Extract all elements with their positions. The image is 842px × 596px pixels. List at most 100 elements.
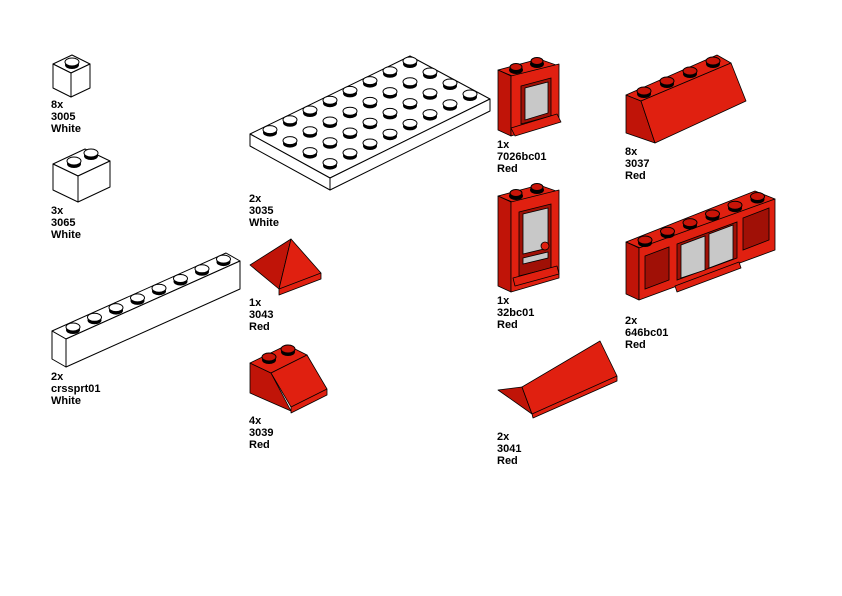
part-label: 1x 3043 Red	[249, 297, 273, 333]
part-number: 32bc01	[497, 307, 535, 319]
stud	[362, 76, 378, 88]
stud	[362, 117, 378, 130]
stud	[342, 148, 358, 160]
part-label: 3x 3065 White	[51, 205, 81, 241]
part-image-3005	[52, 54, 91, 98]
stud	[442, 78, 458, 90]
stud	[705, 209, 720, 221]
part-color: Red	[497, 163, 518, 175]
stud	[462, 89, 478, 101]
stud	[382, 128, 398, 141]
part-color: Red	[249, 439, 270, 451]
stud	[322, 116, 338, 128]
part-quantity: 3x	[51, 205, 64, 217]
stud	[322, 137, 338, 149]
stud	[282, 136, 298, 148]
stud	[342, 106, 358, 119]
stud	[402, 56, 418, 68]
stud	[302, 147, 318, 159]
stud	[342, 85, 358, 98]
part-quantity: 1x	[497, 139, 510, 151]
part-image-3035	[249, 55, 491, 191]
stud	[382, 66, 398, 78]
window-glass-left	[680, 235, 706, 279]
part-color: White	[51, 229, 81, 241]
part-label: 8x 3005 White	[51, 99, 81, 135]
stud	[422, 109, 438, 121]
stud	[402, 77, 418, 89]
stud	[130, 293, 145, 305]
door-glass-lower	[522, 251, 549, 265]
stud	[262, 125, 278, 137]
stud	[322, 158, 338, 170]
part-image-32bc01	[497, 183, 560, 293]
part-label: 2x 3035 White	[249, 193, 279, 229]
shutter-left	[644, 246, 670, 290]
stud	[108, 303, 124, 315]
part-image-7026bc01	[497, 57, 562, 137]
stud	[382, 87, 398, 99]
part-label: 1x 7026bc01 Red	[497, 139, 547, 175]
part-number: 3065	[51, 217, 76, 229]
stud	[727, 200, 743, 213]
stud	[422, 67, 438, 79]
part-quantity: 2x	[51, 371, 64, 383]
part-quantity: 8x	[625, 146, 638, 158]
part-quantity: 2x	[497, 431, 510, 443]
stud	[87, 312, 102, 325]
part-color: White	[249, 217, 279, 229]
part-image-3037	[625, 54, 747, 144]
stud	[442, 99, 458, 111]
stud	[194, 264, 210, 276]
part-color: Red	[497, 455, 518, 467]
stud	[342, 127, 358, 139]
part-number: 3041	[497, 443, 522, 455]
shutter-right	[742, 207, 770, 251]
stud	[173, 274, 188, 286]
part-quantity: 2x	[625, 315, 638, 327]
part-image-crssprt01	[51, 252, 241, 368]
window-glass	[524, 81, 549, 121]
part-color: Red	[625, 170, 646, 182]
part-image-3065	[52, 148, 111, 203]
part-color: White	[51, 395, 81, 407]
part-image-646bc01	[625, 190, 776, 301]
part-color: Red	[497, 319, 518, 331]
stud	[64, 57, 80, 69]
part-color: Red	[625, 339, 646, 351]
part-number: crssprt01	[51, 383, 101, 395]
part-label: 2x 646bc01 Red	[625, 315, 668, 351]
part-quantity: 1x	[249, 297, 262, 309]
part-quantity: 4x	[249, 415, 262, 427]
part-quantity: 1x	[497, 295, 510, 307]
stud	[65, 322, 81, 334]
part-quantity: 8x	[51, 99, 64, 111]
part-color: White	[51, 123, 81, 135]
stud	[362, 138, 378, 150]
part-label: 2x 3041 Red	[497, 431, 521, 467]
part-image-3041	[497, 340, 618, 419]
part-label: 1x 32bc01 Red	[497, 295, 534, 331]
part-image-3039	[249, 344, 328, 414]
part-image-3043	[249, 238, 322, 296]
stud	[322, 95, 338, 108]
stud	[750, 192, 765, 204]
door-handle	[540, 241, 550, 251]
part-label: 8x 3037 Red	[625, 146, 649, 182]
stud	[402, 118, 418, 131]
stud	[637, 235, 653, 247]
stud	[660, 226, 675, 239]
part-number: 3037	[625, 158, 650, 170]
stud	[682, 218, 698, 230]
stud	[402, 98, 418, 110]
stud	[151, 283, 167, 296]
part-number: 3005	[51, 111, 76, 123]
stud	[302, 105, 318, 117]
part-number: 3043	[249, 309, 274, 321]
stud	[382, 107, 398, 120]
part-number: 3039	[249, 427, 274, 439]
stud	[282, 115, 298, 127]
part-label: 4x 3039 Red	[249, 415, 273, 451]
part-color: Red	[249, 321, 270, 333]
stud	[216, 254, 231, 267]
